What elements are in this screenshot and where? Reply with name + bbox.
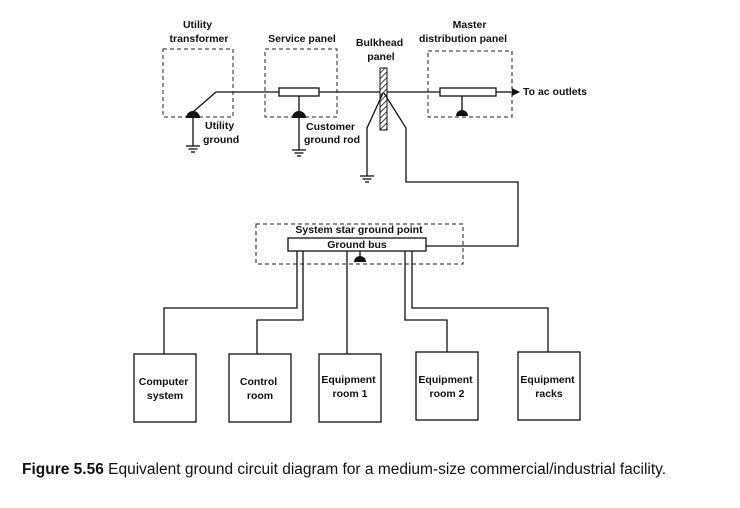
bulkhead-to-ground-bus-wire (383, 92, 519, 247)
system-star-ground-enclosure (255, 223, 464, 265)
equipment-room-1-box (318, 353, 382, 423)
equipment-racks-label: Equipment racks (520, 374, 577, 400)
customer-ground-icon (292, 149, 306, 157)
bulkhead-panel (379, 67, 388, 131)
ground-bus (287, 237, 427, 252)
ground-bus-label: Ground bus (327, 239, 387, 251)
computer-system-label: Computer system (139, 376, 192, 402)
customer-ground-rod-label: Customer ground rod (304, 121, 360, 146)
utility-bond-icon (186, 111, 200, 118)
equipment-racks-box (517, 351, 581, 421)
equipment-room-1-label: Equipment room 1 (321, 374, 378, 400)
control-room-label: Control room (240, 376, 280, 402)
wire-equipment-room-2 (404, 251, 448, 352)
utility-ground-icon (186, 145, 200, 153)
computer-system-box (133, 353, 197, 423)
arrow-icon (512, 88, 520, 96)
bulkhead-ground-icon (360, 175, 374, 183)
figure-label: Figure 5.56 (22, 461, 104, 478)
wire-computer-system (163, 251, 298, 354)
control-room-box (228, 353, 292, 423)
ground-bus-bond-icon (354, 256, 366, 262)
utility-transformer-enclosure (162, 48, 234, 118)
service-bond-icon (292, 111, 306, 118)
service-panel-label: Service panel (268, 33, 336, 45)
ground-circuit-diagram: Utility transformer Service panel Bulkhe… (133, 19, 587, 423)
utility-transformer-label: Utility transformer (170, 19, 229, 45)
to-ac-outlets-label: To ac outlets (523, 86, 587, 98)
master-distribution-panel-enclosure (427, 50, 513, 118)
wire-equipment-racks (411, 251, 549, 352)
bulkhead-panel-label: Bulkhead panel (356, 37, 406, 63)
main-feed-wire (192, 91, 440, 113)
utility-ground-label: Utility ground (203, 120, 239, 146)
system-star-ground-point-label: System star ground point (295, 224, 423, 236)
master-bond-icon (456, 110, 468, 116)
master-panel-bus (439, 87, 497, 97)
figure-caption: Figure 5.56 Equivalent ground circuit di… (22, 460, 722, 479)
service-panel-enclosure (264, 48, 338, 118)
caption-text: Equivalent ground circuit diagram for a … (103, 461, 667, 478)
bulkhead-ground-wire (366, 92, 384, 176)
master-distribution-panel-label: Master distribution panel (419, 19, 507, 45)
wire-control-room (256, 251, 304, 354)
equipment-room-2-label: Equipment room 2 (418, 374, 475, 400)
equipment-room-2-box (415, 351, 479, 421)
service-panel-bus (278, 87, 320, 97)
